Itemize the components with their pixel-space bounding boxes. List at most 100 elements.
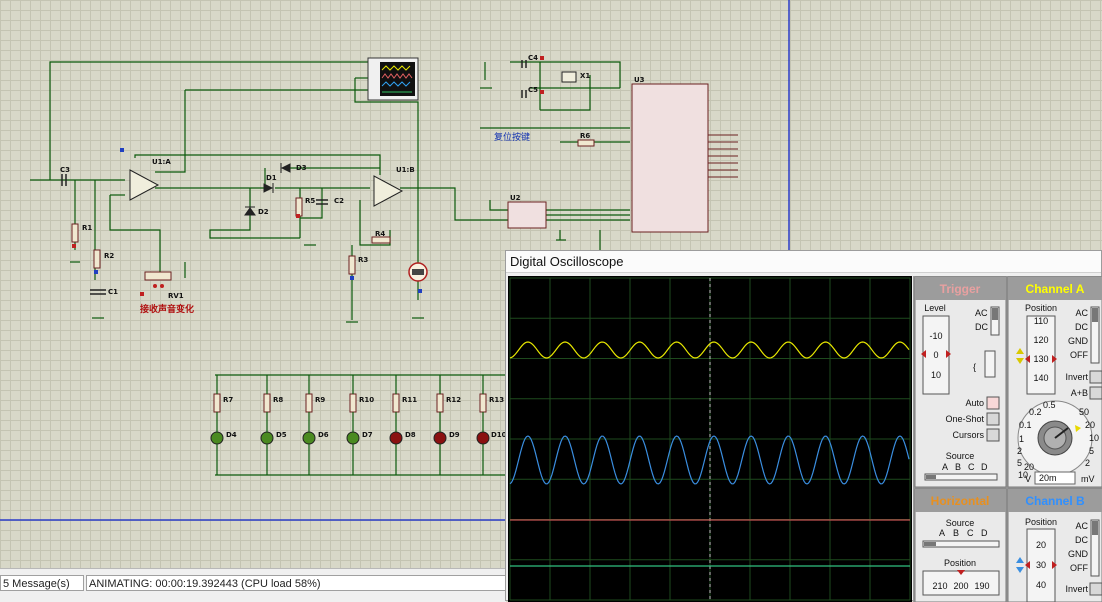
- label-r3: R3: [358, 256, 368, 264]
- scope-component[interactable]: [367, 57, 419, 101]
- trigger-cursors-button[interactable]: [986, 428, 1000, 442]
- label-r1: R1: [82, 224, 92, 232]
- label-r9: R9: [315, 396, 325, 404]
- channel-b-invert-label: Invert: [1065, 584, 1088, 594]
- resistors[interactable]: [71, 139, 595, 275]
- channel-a-position-slider[interactable]: [1026, 315, 1056, 395]
- channel-b-position-marker-right: [1052, 561, 1057, 569]
- label-rv1: RV1: [168, 292, 184, 300]
- trigger-source-d[interactable]: D: [981, 462, 988, 472]
- trigger-level-slider[interactable]: [922, 315, 950, 395]
- label-d10: D10: [491, 431, 507, 439]
- channel-a-panel: Channel A Position 110 120 130 140 AC DC…: [1007, 276, 1102, 488]
- diodes[interactable]: [244, 163, 291, 216]
- horizontal-position-label: Position: [944, 558, 976, 568]
- channel-a-position-marker-left: [1025, 355, 1030, 363]
- message-count[interactable]: 5 Message(s): [0, 575, 84, 591]
- channel-b-coupling-switch[interactable]: [1090, 519, 1100, 577]
- horizontal-source-a[interactable]: A: [939, 528, 945, 538]
- label-d1: D1: [266, 174, 277, 182]
- label-d7: D7: [362, 431, 373, 439]
- trigger-level-tick-1: 0: [933, 350, 938, 360]
- dial-tick-10b: 10: [1018, 470, 1028, 480]
- channel-a-gnd: GND: [1068, 336, 1089, 346]
- horizontal-source-b[interactable]: B: [953, 528, 959, 538]
- trigger-oneshot-label: One-Shot: [945, 414, 984, 424]
- channel-a-dial-readout: [1034, 471, 1076, 485]
- horizontal-source-d[interactable]: D: [981, 528, 988, 538]
- trigger-cursors-label: Cursors: [952, 430, 984, 440]
- horizontal-position-tick-2: 190: [974, 581, 989, 591]
- label-r12: R12: [446, 396, 461, 404]
- dial-tick-2a: 2: [1085, 458, 1090, 468]
- channel-a-position-up[interactable]: [1016, 348, 1024, 354]
- trigger-level-arrow-right[interactable]: [946, 350, 951, 358]
- dial-tick-20b: 20: [1024, 462, 1034, 472]
- scope-screen: [508, 276, 912, 602]
- horizontal-panel: Horizontal Source A B C D Position 210 2…: [914, 488, 1007, 602]
- channel-a-aplusb-button[interactable]: [1089, 386, 1102, 400]
- trigger-level-arrow-left[interactable]: [921, 350, 926, 358]
- oscilloscope-window[interactable]: Digital Oscilloscope Trigger Level -10 0…: [505, 250, 1102, 602]
- trigger-edge-switch[interactable]: [984, 350, 996, 378]
- label-u1b: U1:B: [396, 166, 415, 174]
- chip-u3[interactable]: [631, 83, 709, 233]
- potentiometer-rv1[interactable]: [144, 271, 172, 288]
- trigger-dc-label: DC: [975, 322, 988, 332]
- label-d2: D2: [258, 208, 269, 216]
- oscilloscope-title[interactable]: Digital Oscilloscope: [506, 251, 1101, 273]
- label-d9: D9: [449, 431, 460, 439]
- schematic-canvas[interactable]: C3 R1 R2 C1 RV1 U1:A U1:B D1 D2 D3 R5 C2…: [0, 0, 1102, 568]
- opamp-u1a[interactable]: [129, 169, 160, 201]
- channel-a-knob-pointer: [1054, 427, 1069, 439]
- trigger-coupling-thumb: [992, 308, 998, 320]
- trigger-source-b[interactable]: B: [955, 462, 961, 472]
- sound-sensor[interactable]: [408, 262, 428, 282]
- channel-a-header: Channel A: [1026, 282, 1085, 296]
- status-bar: 5 Message(s) ANIMATING: 00:00:19.392443 …: [0, 568, 506, 602]
- label-r8: R8: [273, 396, 283, 404]
- channel-a-position-down[interactable]: [1016, 358, 1024, 364]
- channel-a-invert-button[interactable]: [1089, 370, 1102, 384]
- channel-a-unit-v: V: [1025, 474, 1031, 484]
- trigger-coupling-switch[interactable]: [990, 306, 1000, 336]
- dial-tick-50: 50: [1079, 407, 1089, 417]
- trigger-auto-button[interactable]: [986, 396, 1000, 410]
- trigger-source-label: Source: [946, 451, 975, 461]
- channel-a-aplusb-label: A+B: [1071, 388, 1088, 398]
- label-c2: C2: [334, 197, 344, 205]
- crystal-x1[interactable]: [561, 71, 577, 83]
- channel-b-dc: DC: [1075, 535, 1088, 545]
- channel-a-unit-mv: mV: [1081, 474, 1095, 484]
- channel-b-position-down[interactable]: [1016, 567, 1024, 573]
- trigger-oneshot-button[interactable]: [986, 412, 1000, 426]
- label-d3: D3: [296, 164, 307, 172]
- trigger-source-c[interactable]: C: [968, 462, 975, 472]
- channel-b-position-tick-2: 40: [1036, 580, 1046, 590]
- channel-b-invert-button[interactable]: [1089, 582, 1102, 596]
- dial-tick-2b: 2: [1017, 446, 1022, 456]
- animation-status: ANIMATING: 00:00:19.392443 (CPU load 58%…: [86, 575, 506, 591]
- horizontal-source-c[interactable]: C: [967, 528, 974, 538]
- dial-tick-20: 20: [1085, 420, 1095, 430]
- channel-a-coupling-switch[interactable]: [1090, 306, 1100, 364]
- channel-a-ac: AC: [1075, 308, 1088, 318]
- horizontal-header: Horizontal: [931, 494, 990, 508]
- capacitors[interactable]: [61, 60, 527, 295]
- chip-u2[interactable]: [507, 201, 547, 229]
- channel-a-position-tick-0: 110: [1034, 316, 1048, 326]
- channel-a-position-label: Position: [1025, 303, 1057, 313]
- trigger-source-slider[interactable]: [924, 473, 998, 481]
- led-bank[interactable]: [210, 375, 490, 475]
- dial-tick-0-5: 0.5: [1043, 400, 1056, 410]
- trigger-edge-icon: {: [973, 362, 976, 372]
- trigger-source-a[interactable]: A: [942, 462, 948, 472]
- channel-a-off: OFF: [1070, 350, 1088, 360]
- channel-a-invert-label: Invert: [1065, 372, 1088, 382]
- channel-a-position-tick-1: 120: [1033, 335, 1048, 345]
- horizontal-source-slider[interactable]: [922, 540, 1000, 548]
- label-u3: U3: [634, 76, 645, 84]
- opamp-u1b[interactable]: [373, 175, 404, 207]
- channel-b-position-up[interactable]: [1016, 557, 1024, 563]
- channel-a-position-tick-2: 130: [1033, 354, 1048, 364]
